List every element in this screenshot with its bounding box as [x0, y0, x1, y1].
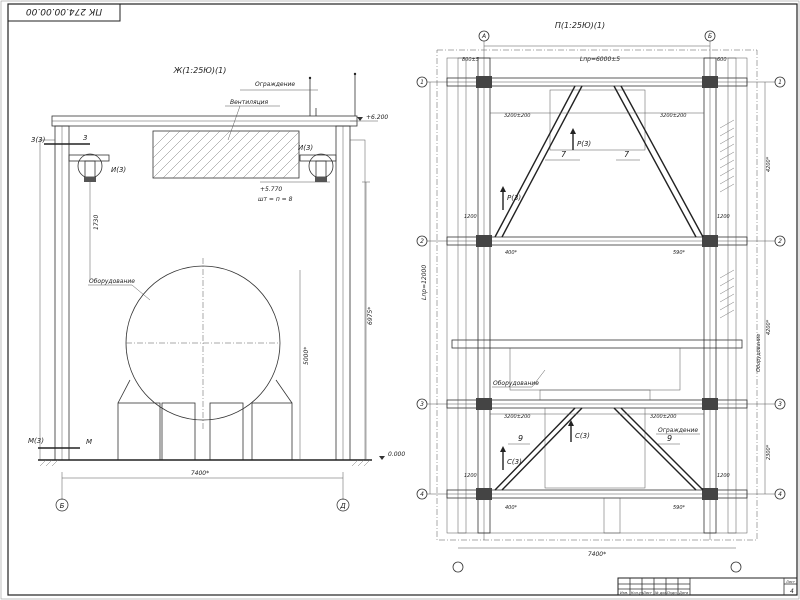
elev-zero: 0.000	[388, 451, 405, 458]
dim-3200-br: 3200±200	[650, 414, 676, 420]
section-3-left: 3(3)	[31, 136, 46, 144]
tb-sheet-number: 4	[790, 588, 794, 595]
ventilation-hatch	[152, 130, 300, 179]
tb-sheet-label: Лист	[785, 580, 796, 584]
mark-7a: 7	[561, 150, 567, 159]
tb-label-3: № док.	[654, 591, 668, 595]
girder-B	[703, 57, 717, 534]
tb-label-2: Лист	[642, 591, 653, 595]
tb-label-0: Изм.	[620, 591, 628, 595]
section-3: 3	[83, 134, 87, 142]
dim-1200-a: 1200	[464, 214, 477, 220]
mid-note: шт = п = 8	[258, 196, 293, 203]
plan-dim-top: Lпр=6000±5	[580, 56, 620, 63]
dim-3200-bl: 3200±200	[504, 414, 530, 420]
row-1-left: 1	[420, 79, 424, 86]
dim-L: Lпр=12000	[421, 265, 428, 300]
dim-1200-b: 1200	[717, 214, 730, 220]
dim-1200-c: 1200	[464, 473, 477, 479]
node-I-left: И(3)	[111, 166, 126, 174]
mark-9a: 9	[518, 434, 523, 443]
doc-code: ПК 274.00.00.00	[26, 6, 102, 16]
plan-axis-B: Б	[708, 33, 712, 40]
plan-dim-800: 800±5	[462, 57, 479, 63]
side-equipment-hatch	[719, 119, 735, 319]
plan-axis-A: А	[481, 33, 486, 40]
equipment-label: Оборудование	[89, 278, 135, 285]
sec-P-top: Р(3)	[577, 140, 591, 148]
plan-equipment-top	[549, 89, 646, 151]
row-2-right: 2	[778, 238, 782, 245]
sec-C-top: С(3)	[575, 432, 590, 440]
row-4-left: 4	[420, 491, 424, 498]
axis-D: Д	[339, 502, 346, 510]
tb-label-1: Кол.уч.	[631, 591, 644, 595]
ventilation-label: Вентиляция	[230, 99, 269, 106]
right-view: П(1:25Ю)(1) А Б Lпр=6000±5 800±5 600 1 1…	[416, 21, 786, 573]
dim-4200-b: 4200*	[766, 319, 772, 335]
mark-7b: 7	[624, 150, 630, 159]
node-I-right-circle	[308, 153, 334, 179]
dim-2300: 2300*	[766, 444, 772, 460]
dim-1200-d: 1200	[717, 473, 730, 479]
dim-3200-tr: 3200±200	[660, 113, 686, 119]
node-I-left-circle	[77, 153, 103, 179]
plan-outline	[436, 49, 758, 541]
node-I-right: И(3)	[298, 144, 313, 152]
row-1-right: 1	[778, 79, 782, 86]
row-2-left: 2	[420, 238, 424, 245]
dim-4200-a: 4200*	[766, 156, 772, 172]
tb-label-5: Дата	[678, 591, 688, 595]
doc-code-box: ПК 274.00.00.00	[7, 3, 121, 22]
axis-B: Б	[60, 502, 65, 510]
dim-400-b: 400*	[505, 505, 518, 511]
left-view-title: Ж(1:25Ю)(1)	[173, 66, 227, 75]
left-view: Ж(1:25Ю)(1) Ограждение	[28, 66, 405, 512]
elev-top: +6.200	[366, 114, 388, 121]
section-M-left: М(3)	[28, 437, 44, 445]
row-3-left: 3	[420, 401, 424, 408]
row-3-right: 3	[778, 401, 782, 408]
dim-small: 1730	[93, 215, 100, 230]
section-M: М	[86, 438, 92, 446]
plan-equipment-side: Оборудование	[756, 334, 762, 372]
plan-dim-bottom: 7400*	[588, 551, 606, 558]
dim-3200-tl: 3200±200	[504, 113, 530, 119]
plan-dim-600: 600	[717, 57, 727, 63]
girder-A	[477, 57, 491, 534]
row-4-right: 4	[778, 491, 782, 498]
dim-590-a: 590*	[673, 250, 686, 256]
fence-label: Ограждение	[255, 81, 295, 88]
dim-inner: 5000*	[303, 347, 310, 365]
sec-C-left: С(3)	[507, 458, 522, 466]
dim-400-a: 400*	[505, 250, 518, 256]
plan-fence-label: Ограждение	[658, 427, 698, 434]
dim-590-b: 590*	[673, 505, 686, 511]
title-block: Изм. Кол.уч. Лист № док. Подп. Дата Лист…	[617, 577, 798, 596]
tb-label-4: Подп.	[667, 591, 678, 595]
mark-9b: 9	[667, 434, 672, 443]
ventilation-box	[152, 130, 300, 179]
inner-frame	[7, 3, 798, 596]
dim-height: 6975*	[367, 307, 374, 325]
right-view-title: П(1:25Ю)(1)	[555, 21, 605, 30]
sec-P-left: Р(3)	[507, 194, 521, 202]
plan-equipment-label: Оборудование	[493, 380, 539, 387]
elev-mid: +5.770	[260, 186, 282, 193]
dim-width: 7400*	[191, 470, 209, 477]
